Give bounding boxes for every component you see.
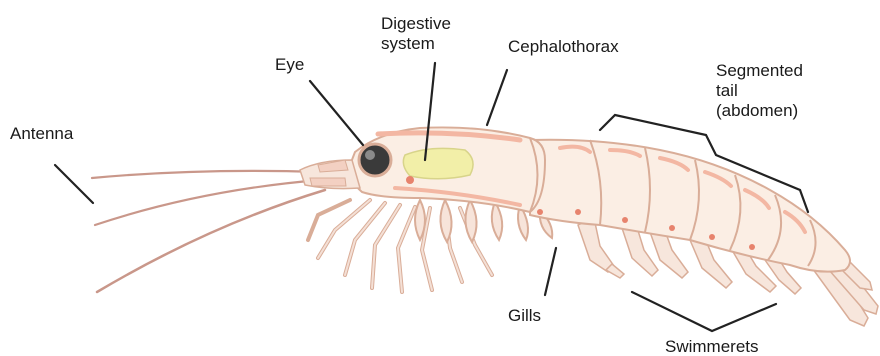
antenna-label: Antenna xyxy=(10,124,73,144)
eye-structure xyxy=(359,144,391,176)
head xyxy=(300,160,360,189)
eye-leader xyxy=(310,81,363,145)
cephalothorax-leader xyxy=(487,70,507,125)
digestive-system-label: Digestive system xyxy=(381,14,451,54)
cephalothorax-label: Cephalothorax xyxy=(508,37,619,57)
abdomen-body xyxy=(530,140,850,272)
red-spot xyxy=(406,176,414,184)
eye-label: Eye xyxy=(275,55,304,75)
swimmerets-label: Swimmerets xyxy=(665,337,759,356)
antenna-leader xyxy=(55,165,93,203)
swimmerets-bracket xyxy=(632,292,776,331)
antennae xyxy=(92,171,325,292)
segmented-tail-label: Segmented tail (abdomen) xyxy=(716,61,803,121)
digestive-gland xyxy=(403,148,473,178)
gills-leader xyxy=(545,248,556,295)
gills-label: Gills xyxy=(508,306,541,326)
